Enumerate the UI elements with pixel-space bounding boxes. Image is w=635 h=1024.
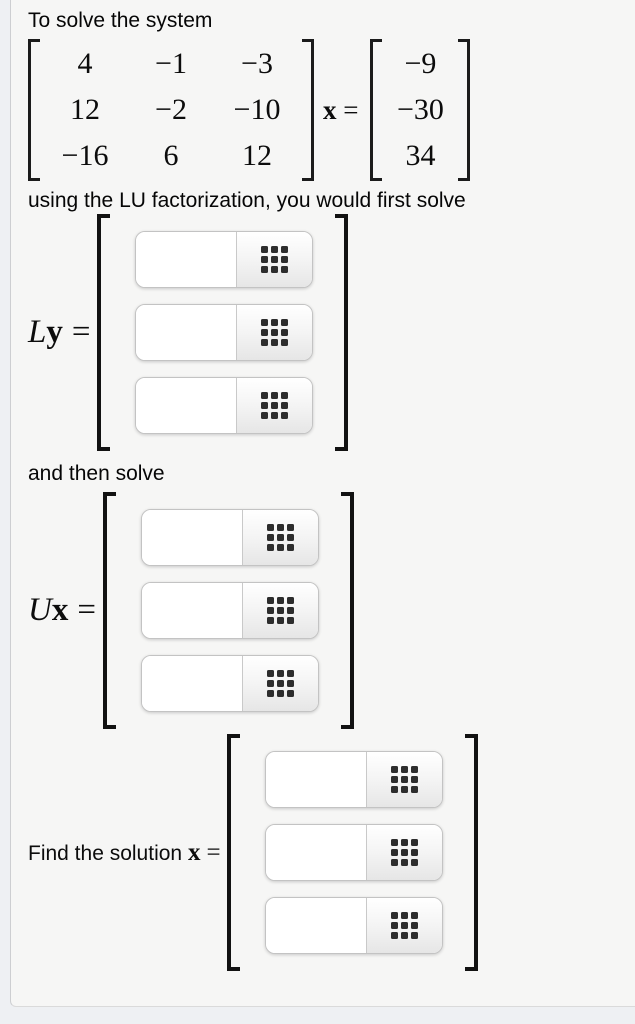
ly-entry-1-input[interactable] <box>136 232 237 287</box>
equals-sign: = <box>343 94 359 125</box>
vector-x-symbol: x <box>323 94 337 125</box>
keypad-grid-icon <box>261 392 289 419</box>
ly-answer-vector <box>97 214 349 451</box>
coefficient-matrix: 4 −1 −3 12 −2 −10 −16 6 12 <box>40 39 302 181</box>
ly-label: Ly= <box>28 314 90 351</box>
matrix-cell: −16 <box>61 139 109 172</box>
right-bracket <box>464 734 478 971</box>
ly-entry-2 <box>135 304 314 361</box>
keypad-grid-icon <box>266 597 294 624</box>
matrix-cell: 6 <box>163 139 179 172</box>
rhs-vector: −9 −30 34 <box>382 39 458 181</box>
equals-sign: = <box>206 838 221 866</box>
matrix-cell: 12 <box>242 139 272 172</box>
equals-sign: = <box>71 314 91 350</box>
keypad-button[interactable] <box>236 305 313 360</box>
problem-panel: To solve the system 4 −1 −3 12 −2 −10 −1… <box>10 0 635 1007</box>
left-bracket <box>226 734 240 971</box>
system-equation: 4 −1 −3 12 −2 −10 −16 6 12 x = −9 −30 34 <box>28 39 635 181</box>
keypad-grid-icon <box>261 246 289 273</box>
keypad-button[interactable] <box>236 378 313 433</box>
x-entry-3 <box>264 897 443 954</box>
matrix-cell: 4 <box>77 47 93 80</box>
factorization-text: using the LU factorization, you would fi… <box>28 189 466 212</box>
then-text: and then solve <box>28 462 165 485</box>
equals-sign: = <box>77 592 96 628</box>
left-bracket <box>370 39 383 181</box>
keypad-button[interactable] <box>365 898 442 953</box>
left-bracket <box>102 492 116 729</box>
intro-text: To solve the system <box>28 9 213 32</box>
keypad-grid-icon <box>390 766 418 793</box>
rhs-cell: 34 <box>405 139 436 172</box>
ly-equation-row: Ly= <box>28 214 635 451</box>
matrix-cell: −10 <box>233 93 281 126</box>
right-bracket <box>302 39 314 181</box>
ux-entry-2-input[interactable] <box>141 583 242 638</box>
keypad-button[interactable] <box>241 583 318 638</box>
x-entry-2-input[interactable] <box>265 825 366 880</box>
left-bracket <box>28 39 40 181</box>
right-bracket <box>458 39 471 181</box>
ux-entry-1-input[interactable] <box>141 510 242 565</box>
keypad-grid-icon <box>266 524 294 551</box>
x-vector-symbol: x <box>51 592 69 628</box>
ly-entry-3 <box>135 377 314 434</box>
rhs-cell: −9 <box>404 47 437 80</box>
ux-entry-2 <box>140 582 319 639</box>
ux-label: Ux= <box>28 592 96 629</box>
keypad-grid-icon <box>390 839 418 866</box>
keypad-grid-icon <box>390 912 418 939</box>
matrix-cell: −1 <box>155 47 187 80</box>
matrix-cell: 12 <box>70 93 100 126</box>
ux-entry-3-input[interactable] <box>141 656 242 711</box>
x-equals-label: x = <box>314 39 370 181</box>
ux-answer-vector <box>102 492 354 729</box>
x-entry-1 <box>264 751 443 808</box>
U-symbol: U <box>28 592 52 628</box>
keypad-button[interactable] <box>241 656 318 711</box>
x-vector-symbol: x <box>187 838 201 866</box>
find-solution-text: Find the solution <box>28 841 183 865</box>
keypad-button[interactable] <box>236 232 313 287</box>
x-entry-3-input[interactable] <box>265 898 366 953</box>
keypad-button[interactable] <box>241 510 318 565</box>
x-entry-1-input[interactable] <box>265 752 366 807</box>
keypad-button[interactable] <box>365 825 442 880</box>
rhs-cell: −30 <box>397 93 444 126</box>
ux-entry-3 <box>140 655 319 712</box>
keypad-grid-icon <box>261 319 289 346</box>
x-entry-2 <box>264 824 443 881</box>
L-symbol: L <box>28 314 47 350</box>
ly-entry-3-input[interactable] <box>136 378 237 433</box>
keypad-grid-icon <box>266 670 294 697</box>
matrix-cell: −2 <box>155 93 187 126</box>
ux-equation-row: Ux= <box>28 492 635 729</box>
solution-answer-vector <box>226 734 478 971</box>
left-bracket <box>97 214 111 451</box>
y-vector-symbol: y <box>46 314 63 350</box>
right-bracket <box>340 492 354 729</box>
keypad-button[interactable] <box>365 752 442 807</box>
ly-entry-1 <box>135 231 314 288</box>
ux-entry-1 <box>140 509 319 566</box>
solution-equation-row: Find the solution x= <box>28 734 635 971</box>
right-bracket <box>335 214 349 451</box>
ly-entry-2-input[interactable] <box>136 305 237 360</box>
find-solution-label: Find the solution x= <box>28 839 221 867</box>
matrix-cell: −3 <box>241 47 273 80</box>
